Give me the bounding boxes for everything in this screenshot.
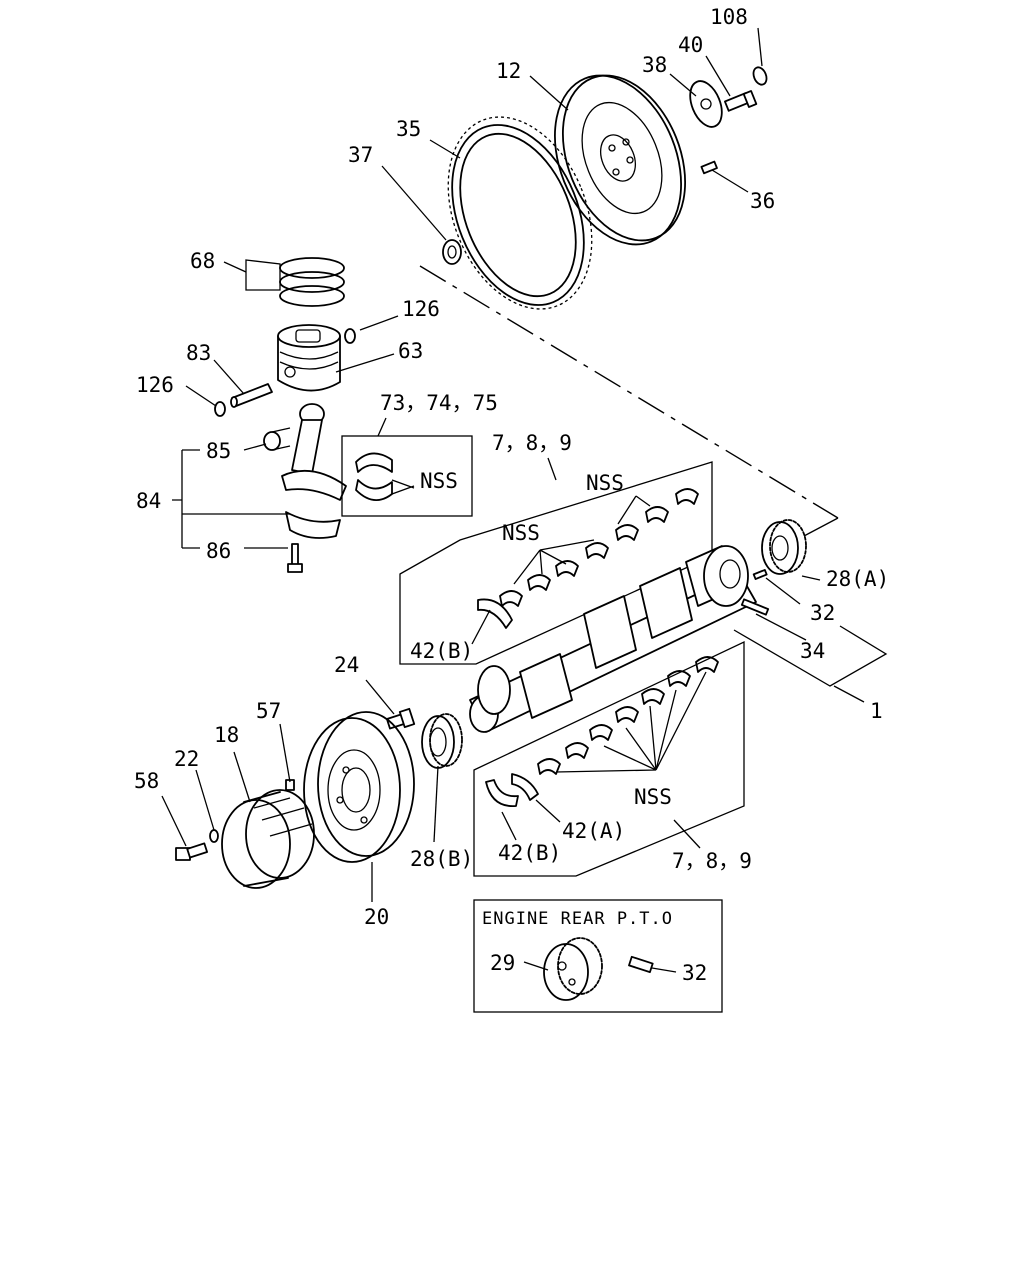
label-126-left: 126 <box>136 373 174 397</box>
label-34: 34 <box>800 639 825 663</box>
label-42a: 42(A) <box>562 819 625 843</box>
pto-gear <box>543 937 603 1001</box>
bracket-84 <box>172 449 290 549</box>
crankshaft-gear-front <box>421 713 463 769</box>
leader-lines <box>161 27 888 973</box>
label-1: 1 <box>870 699 883 723</box>
piston-snap-ring-left <box>214 401 226 417</box>
crank-bolt-24 <box>385 707 416 730</box>
label-nss-upper-left: NSS <box>502 521 540 545</box>
crankshaft-gear-rear <box>761 519 807 575</box>
engine-rear-pto-inset <box>473 899 723 1013</box>
label-85: 85 <box>206 439 231 463</box>
conrod-bearing-halves <box>355 452 415 501</box>
label-22: 22 <box>174 747 199 771</box>
pulley-bolt-58 <box>175 842 209 861</box>
label-32-inset: 32 <box>682 961 707 985</box>
label-7-8-9-upper: 7，8，9 <box>492 431 572 455</box>
upper-thrust-washer <box>477 598 513 629</box>
label-20: 20 <box>364 905 389 929</box>
piston-snap-ring-right <box>344 328 356 344</box>
label-nss-upper-right: NSS <box>586 471 624 495</box>
label-86: 86 <box>206 539 231 563</box>
key-32 <box>752 568 768 580</box>
flywheel-plate <box>689 80 723 128</box>
label-32: 32 <box>810 601 835 625</box>
pulley-18 <box>221 789 315 889</box>
crankshaft <box>469 545 757 733</box>
lower-main-bearings <box>537 656 719 775</box>
label-42b-upper: 42(B) <box>410 639 473 663</box>
label-68: 68 <box>190 249 215 273</box>
label-12: 12 <box>496 59 521 83</box>
label-29: 29 <box>490 951 515 975</box>
pilot-bearing <box>442 239 462 265</box>
conrod-bearing-box <box>341 435 473 517</box>
label-57: 57 <box>256 699 281 723</box>
label-63: 63 <box>398 339 423 363</box>
dowel-pin <box>700 160 718 175</box>
damper-pulley <box>303 711 415 863</box>
label-40: 40 <box>678 33 703 57</box>
small-end-bushing <box>263 427 291 451</box>
upper-main-bearings <box>499 488 699 607</box>
label-7-8-9-lower: 7，8，9 <box>672 849 752 873</box>
piston-pin <box>230 383 273 408</box>
label-24: 24 <box>334 653 359 677</box>
flywheel <box>554 74 687 246</box>
label-108: 108 <box>710 5 748 29</box>
washer-22 <box>209 829 219 843</box>
lower-thrust-washers <box>485 773 539 807</box>
label-28a: 28(A) <box>826 567 889 591</box>
label-36: 36 <box>750 189 775 213</box>
inset-title: ENGINE REAR P.T.O <box>482 909 673 929</box>
label-37: 37 <box>348 143 373 167</box>
label-28b: 28(B) <box>410 847 473 871</box>
label-38: 38 <box>642 53 667 77</box>
label-73-74-75: 73，74，75 <box>380 391 498 415</box>
label-126-right: 126 <box>402 297 440 321</box>
label-nss-conrod: NSS <box>420 469 458 493</box>
pin-34 <box>740 598 770 616</box>
label-nss-lower: NSS <box>634 785 672 809</box>
snap-ring <box>752 66 768 86</box>
pto-pin <box>628 955 654 974</box>
connecting-rod-bolt <box>287 543 303 573</box>
flywheel-bolt <box>724 90 758 112</box>
piston <box>277 324 341 392</box>
label-58: 58 <box>134 769 159 793</box>
piston-rings <box>279 257 345 307</box>
connecting-rod <box>281 403 347 539</box>
label-42b-lower: 42(B) <box>498 841 561 865</box>
label-35: 35 <box>396 117 421 141</box>
label-83: 83 <box>186 341 211 365</box>
label-18: 18 <box>214 723 239 747</box>
flywheel-ring-gear <box>447 116 593 310</box>
lower-main-bearing-box <box>473 640 745 877</box>
label-84: 84 <box>136 489 161 513</box>
